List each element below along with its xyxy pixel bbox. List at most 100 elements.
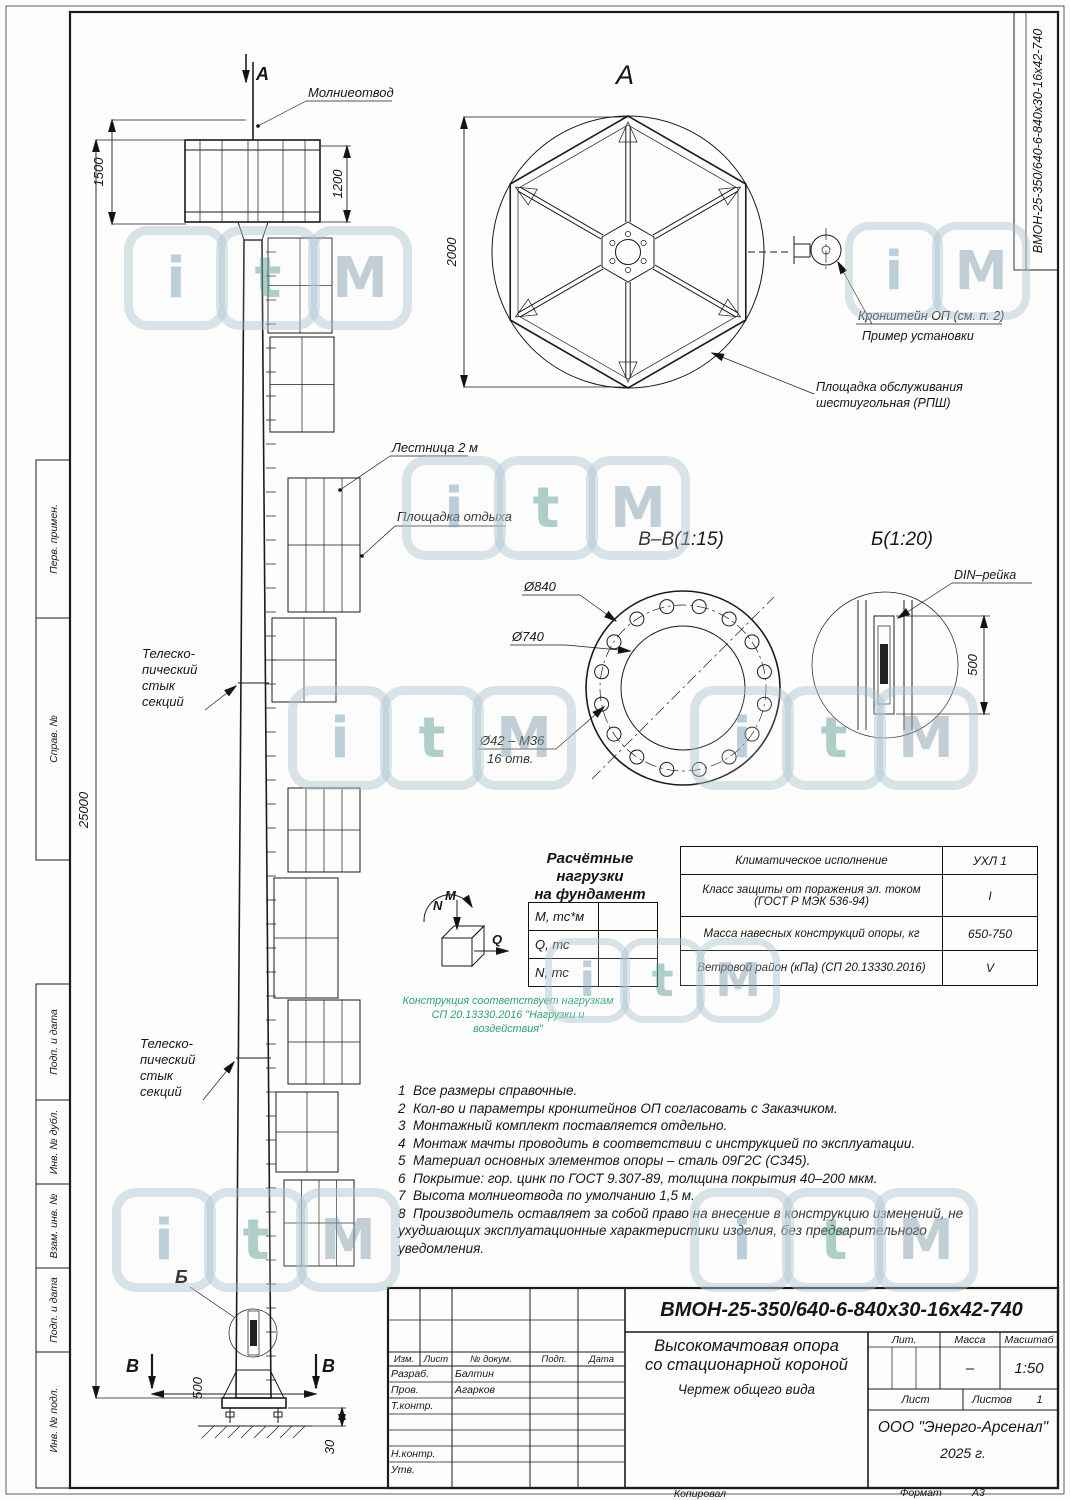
ladder-label: Лестница 2 м: [391, 440, 478, 455]
hexagon-platform: [509, 115, 747, 389]
col-doc: № докум.: [470, 1353, 512, 1365]
svg-text:Пример установки: Пример установки: [862, 329, 974, 343]
titleblock-name-2: со стационарной короной: [645, 1355, 848, 1374]
view-vv-flange: В–В(1:15) Ø840 Ø740 Ø42 – М36 16 отв.: [478, 529, 781, 786]
scale-label: Масштаб: [1004, 1334, 1054, 1346]
dim-25000: 25000: [76, 791, 91, 829]
svg-text:секций: секций: [140, 1084, 182, 1099]
vertical-designation: ВМОН-25-350/640-6-840х30-16х42-740: [1031, 29, 1045, 253]
name-developer: Балтин: [455, 1368, 494, 1380]
titleblock-lines: [386, 1286, 1060, 1490]
company-year: 2025 г.: [940, 1445, 986, 1461]
format-value: А3: [972, 1487, 985, 1499]
notes-list: 1 Все размеры справочные. 2 Кол-во и пар…: [398, 1082, 1010, 1257]
margin-label: Подп. и дата: [48, 1277, 60, 1343]
margin-label: Взам. инв. №: [48, 1194, 60, 1259]
table-row: Ветровой район (кПа) (СП 20.13330.2016) …: [681, 951, 1037, 985]
view-b-title: Б(1:20): [871, 529, 933, 550]
telescopic-label-2: Телеско-: [140, 1036, 194, 1051]
loads-title: Расчётные нагрузки на фундамент: [534, 850, 646, 903]
name-checker: Агарков: [455, 1384, 496, 1396]
note-item: 3 Монтажный комплект поставляется отдель…: [398, 1118, 728, 1133]
shear-label: Q: [492, 932, 502, 947]
ground-hatch: [201, 1425, 306, 1439]
margin-label: Справ. №: [48, 715, 60, 763]
loads-diagram: М N Q: [423, 888, 508, 968]
view-vv-title: В–В(1:15): [638, 529, 724, 550]
role-ncontrol: Н.контр.: [391, 1448, 436, 1460]
role-checker: Пров.: [391, 1384, 419, 1396]
svg-text:16 отв.: 16 отв.: [487, 751, 534, 766]
mast-elevation: А Б В В 1500: [76, 54, 512, 1454]
format-label: Формат: [900, 1487, 942, 1499]
sheets-label: Листов: [971, 1393, 1013, 1406]
company-name: ООО "Энерго-Арсенал": [877, 1419, 1049, 1436]
detail-mark-b: Б: [175, 1267, 188, 1287]
bracket-label: Кронштейн ОП (см. п. 2): [858, 309, 1004, 323]
svg-text:стык: стык: [140, 1068, 174, 1083]
view-a-plan: А 2000 Кронштейн ОП (см. п. 2) Пример ус…: [444, 60, 1004, 410]
detail-b-circle: [228, 1308, 278, 1358]
section-mark-v: В: [126, 1356, 139, 1376]
lit-label: Лит.: [891, 1334, 917, 1346]
dim-500: 500: [190, 1376, 205, 1398]
note-item: 7 Высота молниеотвода по умолчанию 1,5 м…: [398, 1188, 695, 1203]
rest-platform-label: Площадка отдыха: [397, 509, 512, 524]
margin-label: Подп. и дата: [48, 1009, 60, 1075]
mass-label: Масса: [954, 1334, 986, 1346]
note-item: 1 Все размеры справочные.: [398, 1083, 578, 1098]
dim-30: 30: [322, 1439, 337, 1454]
table-row: Q, тс: [529, 931, 657, 959]
table-row: Масса навесных конструкций опоры, кг 650…: [681, 917, 1037, 951]
compliance-note: Конструкция соответствует нагрузкам СП 2…: [402, 995, 614, 1035]
note-item: 6 Покрытие: гор. цинк по ГОСТ 9.307-89, …: [398, 1170, 878, 1186]
dim-1500: 1500: [91, 157, 106, 187]
dim-2000: 2000: [444, 237, 459, 268]
col-list: Лист: [423, 1353, 449, 1365]
col-sign: Подп.: [541, 1353, 567, 1365]
dim-500-b: 500: [965, 653, 980, 675]
col-date: Дата: [588, 1353, 615, 1365]
svg-text:секций: секций: [142, 694, 184, 709]
foundation-loads-table: М, тс*м Q, тс N, тс: [528, 902, 658, 987]
mass-value: –: [965, 1359, 975, 1377]
margin-label: Инв. № дубл.: [48, 1110, 60, 1175]
role-approver: Утв.: [391, 1464, 415, 1476]
din-rail: [873, 615, 895, 715]
role-tcontrol: Т.контр.: [391, 1400, 434, 1412]
svg-text:пический: пический: [142, 662, 197, 677]
lightning-rod-label: Молниеотвод: [308, 85, 394, 100]
role-developer: Разраб.: [391, 1368, 429, 1380]
moment-label: М: [445, 888, 457, 903]
din-label: DIN–рейка: [954, 568, 1016, 582]
table-row: М, тс*м: [529, 903, 657, 931]
telescopic-label-1: Телеско-: [142, 646, 196, 661]
table-row: Климатическое исполнение УХЛ 1: [681, 847, 1037, 875]
titleblock-subtitle: Чертеж общего вида: [677, 1381, 816, 1397]
section-mark-a: А: [255, 64, 269, 84]
sheet-frame: ВМОН-25-350/640-6-840х30-16х42-740 Перв.…: [5, 5, 1065, 1495]
sheets-value: 1: [1036, 1393, 1043, 1406]
dim-840: Ø840: [523, 579, 557, 594]
base-flange: [221, 1397, 287, 1409]
margin-label: Перв. примен.: [48, 504, 60, 574]
margin-label: Инв. № подл.: [48, 1387, 60, 1452]
titleblock-designation: ВМОН-25-350/640-6-840х30-16х42-740: [660, 1298, 1023, 1321]
section-mark-v: В: [322, 1356, 335, 1376]
mast-shaft: [235, 239, 272, 1399]
note-item: 4 Монтаж мачты проводить в соответствии …: [398, 1135, 916, 1151]
axial-label: N: [433, 898, 443, 913]
cage-and-platform-panels: [267, 237, 361, 1267]
note-item: 8 Производитель оставляет за собой право…: [398, 1205, 967, 1256]
view-a-title: А: [614, 60, 634, 90]
sheet-label: Лист: [901, 1393, 930, 1406]
titleblock-name-1: Высокомачтовая опора: [654, 1336, 839, 1355]
svg-text:шестиугольная (РПШ): шестиугольная (РПШ): [816, 396, 951, 410]
note-item: 2 Кол-во и параметры кронштейнов ОП согл…: [398, 1100, 838, 1116]
scale-value: 1:50: [1014, 1359, 1044, 1377]
spec-table: Климатическое исполнение УХЛ 1 Класс защ…: [680, 846, 1038, 986]
ladder-rungs: [266, 251, 276, 1381]
flange-bolt-holes: [594, 599, 772, 777]
